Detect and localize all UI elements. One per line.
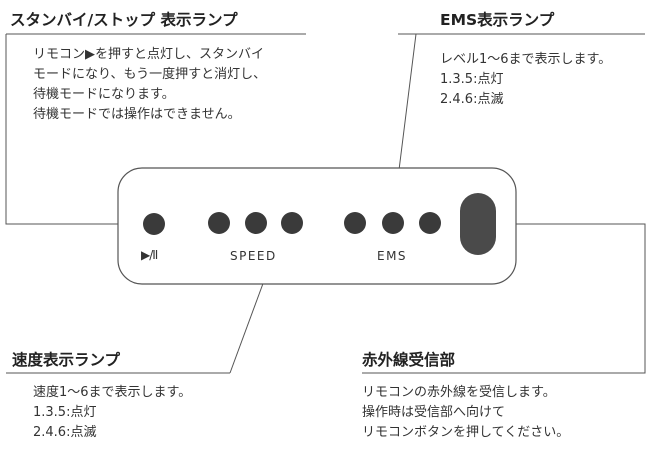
speed-heading: 速度表示ランプ [12,351,121,369]
ems-line-2: 1.3.5:点灯 [440,72,504,87]
standby-line-4: 待機モードでは操作はできません。 [33,107,241,122]
ems-lamp-2 [382,212,404,234]
standby-lamp [143,213,165,235]
ems-label: EMS [377,249,408,263]
standby-description: リモコン▶を押すと点灯し、スタンバイ モードになり、もう一度押すと消灯し、 待機… [33,45,266,125]
infrared-receiver [460,193,496,255]
ems-lamp-1 [344,212,366,234]
standby-line-2: モードになり、もう一度押すと消灯し、 [33,67,267,82]
ems-line-3: 2.4.6:点滅 [440,92,504,107]
play-pause-icon: ▶/II [141,248,158,262]
ems-description: レベル1～6まで表示します。 1.3.5:点灯 2.4.6:点滅 [440,50,611,110]
receiver-line-3: リモコンボタンを押してください。 [362,425,570,440]
speed-line-1: 速度1～6まで表示します。 [33,385,192,400]
speed-lamp-3 [281,212,303,234]
standby-bracket [5,34,138,225]
speed-lamp-1 [208,212,230,234]
ems-heading: EMS表示ランプ [440,11,555,29]
speed-description: 速度1～6まで表示します。 1.3.5:点灯 2.4.6:点滅 [33,383,191,443]
control-panel [117,167,517,285]
ems-line-1: レベル1～6まで表示します。 [440,52,612,67]
standby-heading: スタンバイ/ストップ 表示ランプ [10,11,238,29]
speed-label: SPEED [230,249,277,263]
standby-line-1: リモコン▶を押すと点灯し、スタンバイ [33,47,264,62]
receiver-line-1: リモコンの赤外線を受信します。 [362,385,556,400]
standby-line-3: 待機モードになります。 [33,87,175,102]
receiver-line-2: 操作時は受信部へ向けて [362,405,506,420]
speed-leader [229,269,269,374]
receiver-bracket [362,223,646,374]
receiver-description: リモコンの赤外線を受信します。 操作時は受信部へ向けて リモコンボタンを押してく… [362,383,569,443]
speed-lamp-2 [245,212,267,234]
ems-lamp-3 [419,212,441,234]
speed-line-3: 2.4.6:点滅 [33,425,97,440]
receiver-heading: 赤外線受信部 [362,351,456,369]
speed-line-2: 1.3.5:点灯 [33,405,97,420]
